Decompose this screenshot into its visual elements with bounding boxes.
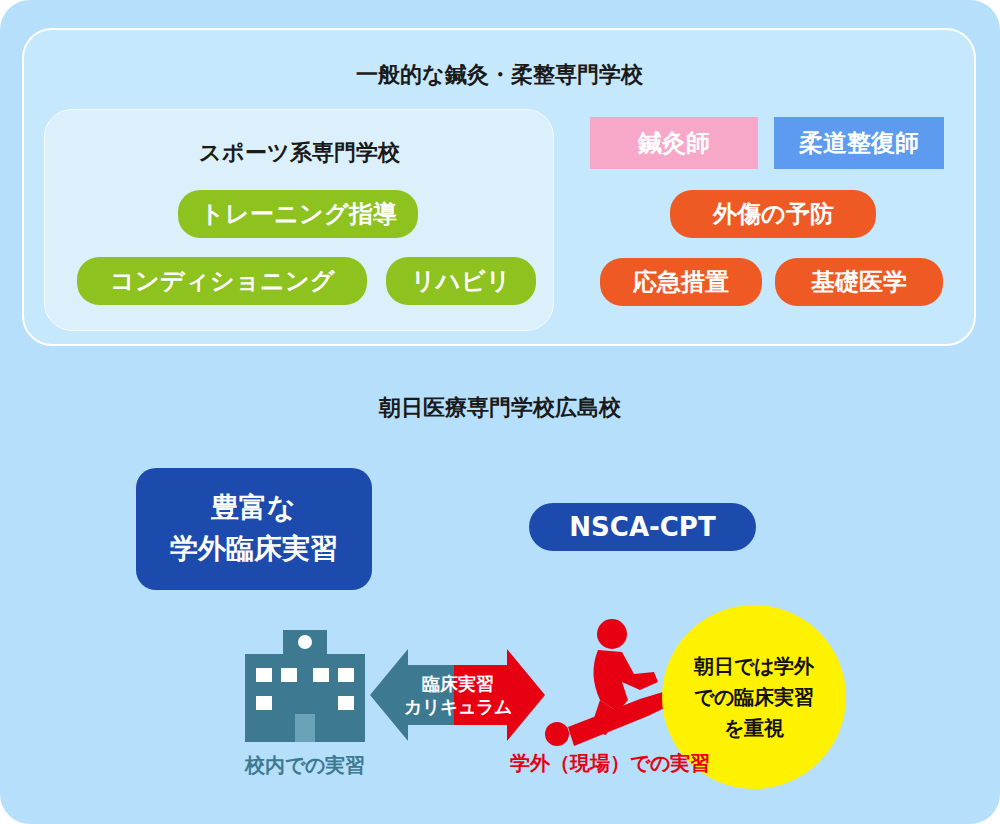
- topic-pill: 応急措置: [600, 258, 762, 306]
- node-label: トレーニング指導: [200, 198, 397, 230]
- double-arrow: [370, 649, 545, 741]
- node-label: 柔道整復師: [799, 127, 919, 159]
- topic-pill: 外傷の予防: [670, 190, 876, 238]
- skill-pill: リハビリ: [386, 257, 536, 305]
- node-label: 鍼灸師: [638, 127, 710, 159]
- patient-head: [545, 722, 569, 746]
- building-window: [313, 668, 329, 682]
- building-window: [256, 696, 272, 710]
- region-heading: 朝日医療専門学校広島校: [0, 393, 1000, 423]
- building-window: [256, 668, 272, 682]
- building-node: 校内での実習: [240, 622, 370, 777]
- building-clock: [298, 635, 312, 649]
- arrow-label: 臨床実習 カリキュラム: [398, 672, 518, 719]
- qualification-tag: 鍼灸師: [590, 117, 758, 169]
- node-label: 基礎医学: [811, 266, 907, 298]
- building-window: [281, 668, 297, 682]
- node-label: リハビリ: [411, 265, 511, 297]
- building-window: [338, 668, 354, 682]
- node-label: 外傷の予防: [713, 198, 834, 230]
- qualification-tag: 柔道整復師: [774, 117, 944, 169]
- node-label: 朝日では学外 での臨床実習 を重視: [688, 651, 820, 744]
- building-tower: [283, 630, 327, 656]
- feature-box: 豊富な 学外臨床実習: [136, 468, 372, 590]
- certification-badge: NSCA-CPT: [529, 503, 756, 551]
- skill-pill: トレーニング指導: [178, 190, 418, 238]
- figure-node: 学外（現場）での実習: [545, 612, 675, 772]
- region-heading: スポーツ系専門学校: [45, 138, 553, 168]
- therapist-leg: [590, 700, 618, 735]
- region-heading: 一般的な鍼灸・柔整専門学校: [24, 60, 974, 90]
- sports-panel: トレーニング指導コンディショニング リハビリ スポーツ系専門学校: [44, 109, 554, 331]
- skill-pill: コンディショニング: [77, 257, 367, 305]
- school-panel: トレーニング指導コンディショニング リハビリ スポーツ系専門学校 鍼灸師 柔道整復師外傷…: [22, 28, 976, 346]
- topic-pill: 基礎医学: [775, 258, 943, 306]
- building-icon: [245, 630, 365, 742]
- node-label: コンディショニング: [110, 265, 335, 297]
- building-window: [338, 696, 354, 710]
- node-label: 応急措置: [633, 266, 729, 298]
- node-label: 豊富な 学外臨床実習: [154, 488, 354, 569]
- node-label: 学外（現場）での実習: [510, 750, 710, 777]
- therapist-head: [597, 619, 627, 649]
- node-label: NSCA-CPT: [569, 512, 715, 542]
- building-body: [245, 654, 365, 742]
- building-door: [295, 714, 315, 742]
- node-label: 校内での実習: [245, 752, 365, 779]
